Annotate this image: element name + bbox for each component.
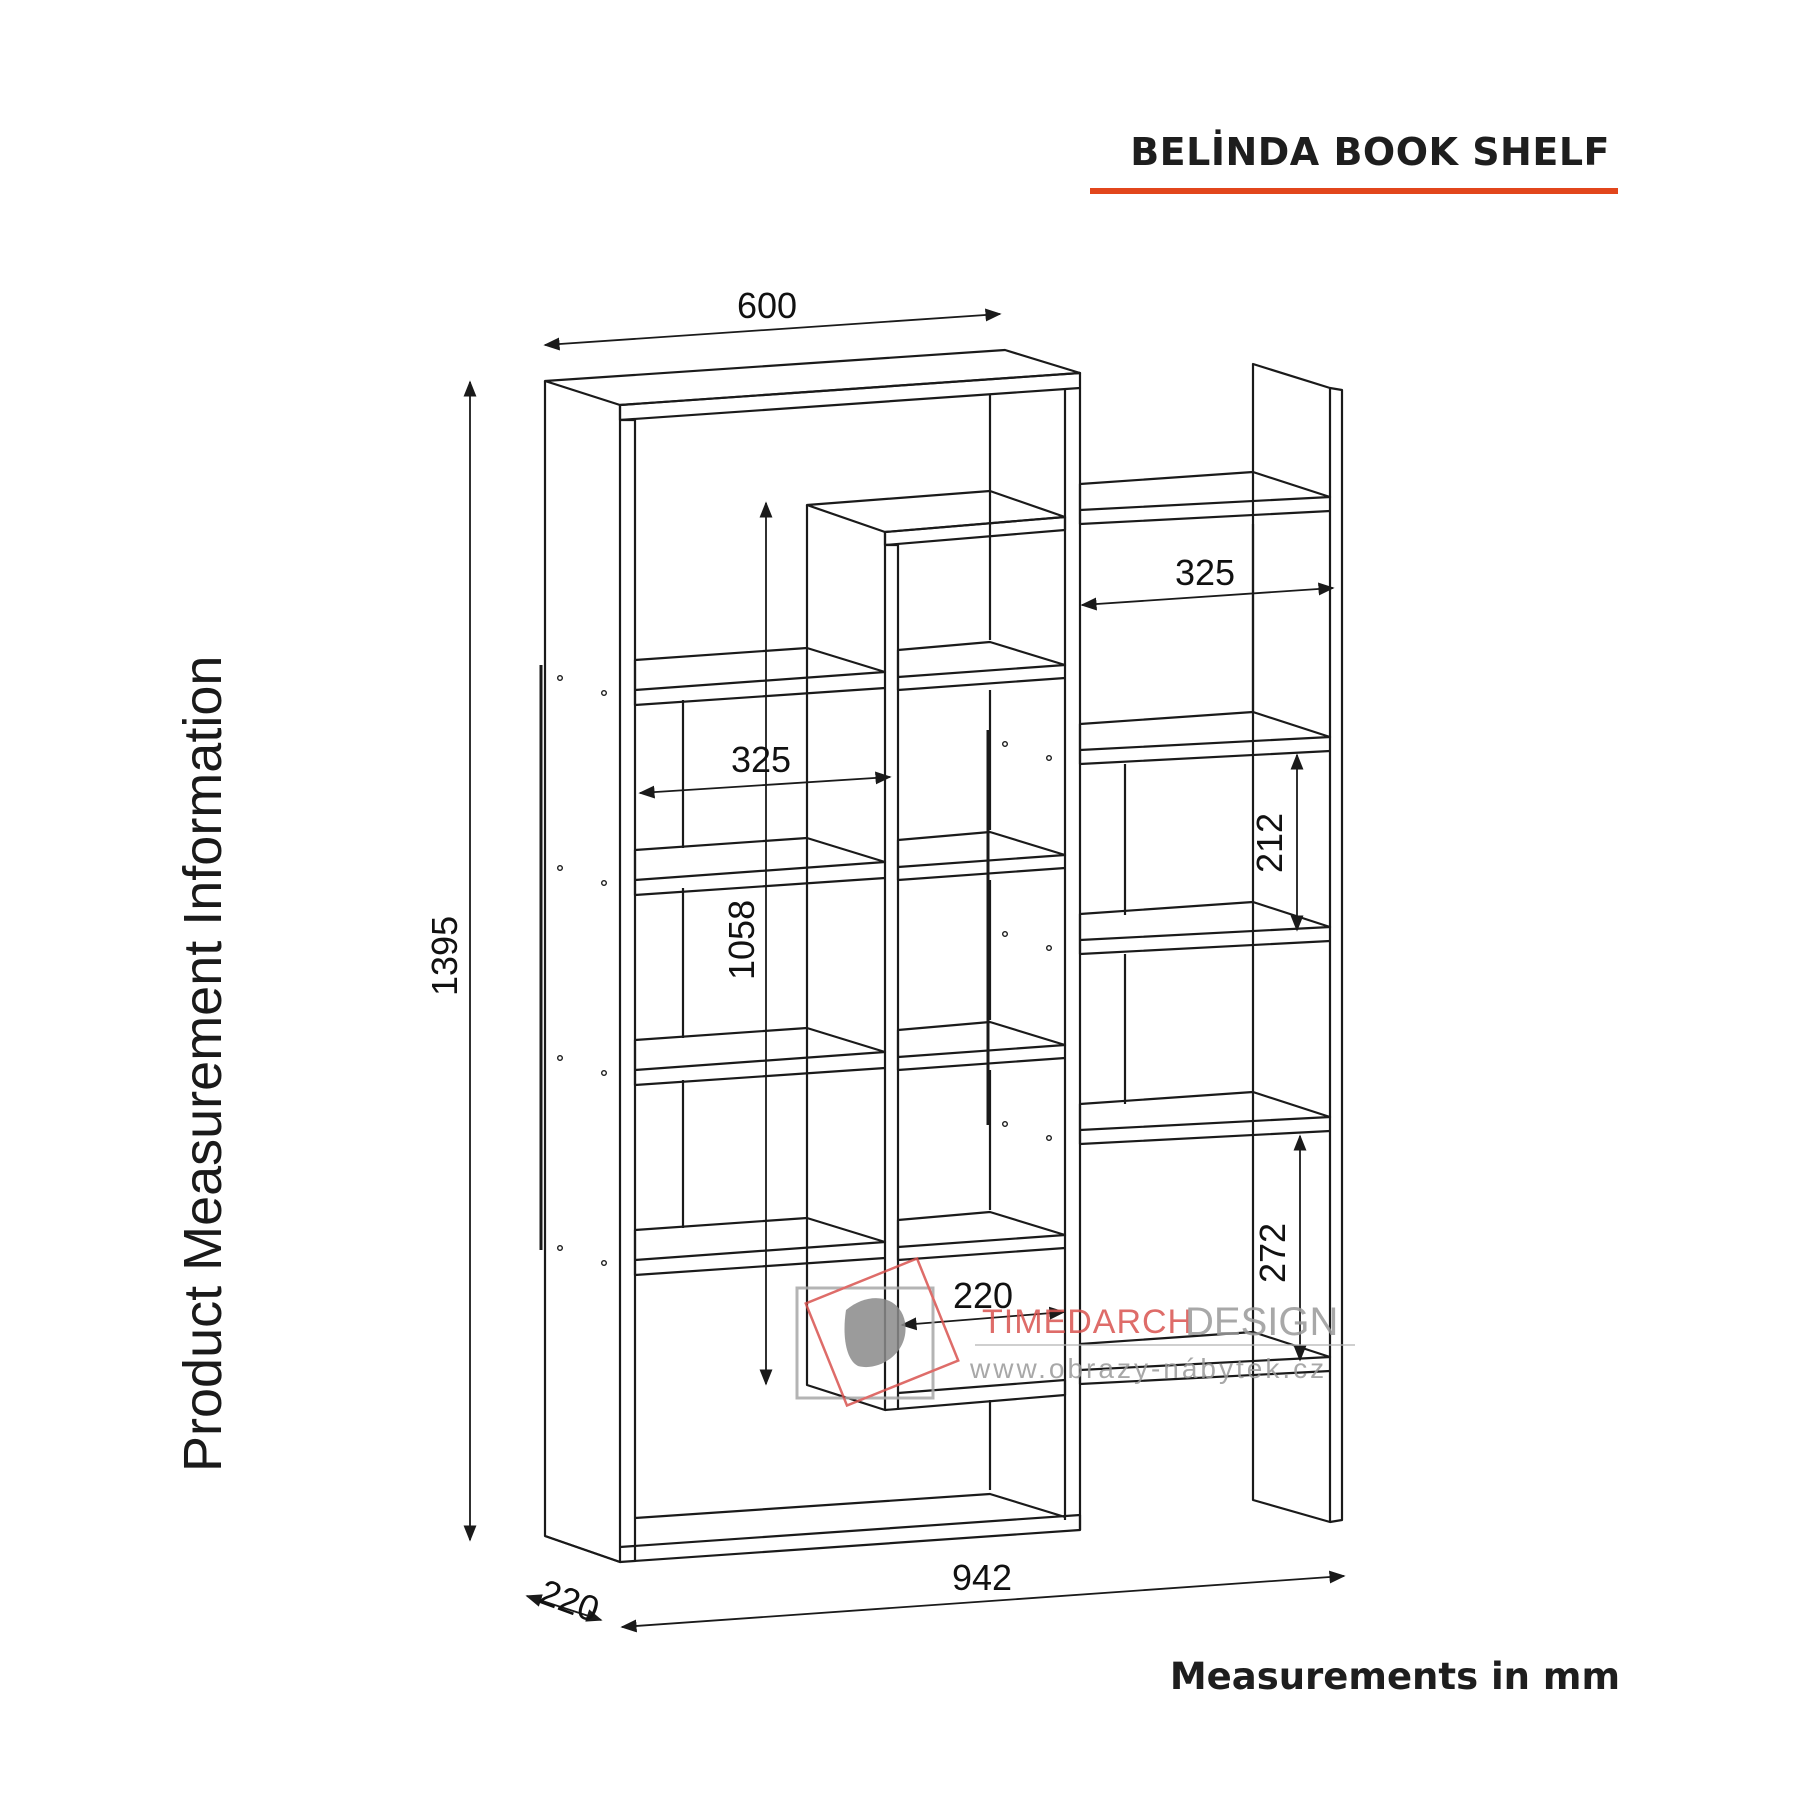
main-right-side xyxy=(1063,388,1082,1530)
dim-label-220-depth: 220 xyxy=(534,1571,604,1630)
dim-label-325-left: 325 xyxy=(731,739,791,780)
right-dividers xyxy=(1123,524,1255,1104)
right-shelf-4 xyxy=(1078,1090,1332,1146)
main-left-side xyxy=(543,381,622,1564)
left-shelf-2 xyxy=(633,836,887,897)
dim-label-272: 272 xyxy=(1252,1223,1293,1283)
main-top-front xyxy=(618,371,1082,422)
right-shelf-5 xyxy=(1078,1330,1332,1386)
dim-label-942: 942 xyxy=(952,1557,1012,1598)
right-shelf-1 xyxy=(1078,470,1332,526)
title-underline xyxy=(1090,188,1618,194)
back-marks xyxy=(539,665,990,1250)
watermark: TIMEDARCH DESIGN www.obrazy-nábytek.cz xyxy=(795,1256,1355,1408)
middle-bottom xyxy=(884,1378,1067,1412)
mid-shelf-3 xyxy=(896,1020,1067,1072)
shelf-outline xyxy=(539,348,1344,1564)
watermark-logo-icon xyxy=(795,1256,960,1408)
dim-label-600: 600 xyxy=(737,285,797,326)
dim-line-942 xyxy=(620,1570,1346,1633)
dim-label-220-mid: 220 xyxy=(953,1275,1013,1316)
dim-line-325-right xyxy=(1080,582,1335,611)
page-title: BELİNDA BOOK SHELF xyxy=(1130,130,1610,174)
dim-line-600 xyxy=(543,308,1002,351)
dim-label-325-right: 325 xyxy=(1175,552,1235,593)
watermark-brand-2: DESIGN xyxy=(1185,1300,1338,1344)
main-left-inner xyxy=(620,418,637,1562)
dim-line-220-depth xyxy=(525,1594,603,1622)
middle-left-inner xyxy=(885,543,900,1410)
right-side-front xyxy=(1329,386,1344,1524)
dim-label-212: 212 xyxy=(1249,813,1290,873)
dim-label-1058: 1058 xyxy=(721,900,762,980)
dim-line-220-mid xyxy=(900,1306,1066,1331)
mid-shelf-4 xyxy=(896,1210,1067,1262)
dim-label-1395: 1395 xyxy=(424,916,465,996)
right-shelf-2 xyxy=(1078,710,1332,766)
left-shelf-3 xyxy=(633,1026,887,1087)
left-shelf-1 xyxy=(633,646,887,707)
left-shelf-4 xyxy=(633,1216,887,1277)
middle-top xyxy=(805,489,1067,534)
mid-shelf-2 xyxy=(896,830,1067,882)
dimension-lines xyxy=(463,308,1346,1633)
mid-shelf-1 xyxy=(896,640,1067,692)
right-shelf-3 xyxy=(1078,900,1332,956)
watermark-brand-1: TIMEDARCH xyxy=(982,1303,1193,1341)
assembly-holes xyxy=(557,675,1052,1266)
units-note: Measurements in mm xyxy=(1169,1655,1620,1698)
main-bottom xyxy=(544,1492,1082,1564)
middle-top-front xyxy=(883,515,1067,547)
watermark-url: www.obrazy-nábytek.cz xyxy=(969,1353,1327,1384)
middle-left-side xyxy=(805,505,887,1412)
dim-line-325-left xyxy=(638,771,892,799)
